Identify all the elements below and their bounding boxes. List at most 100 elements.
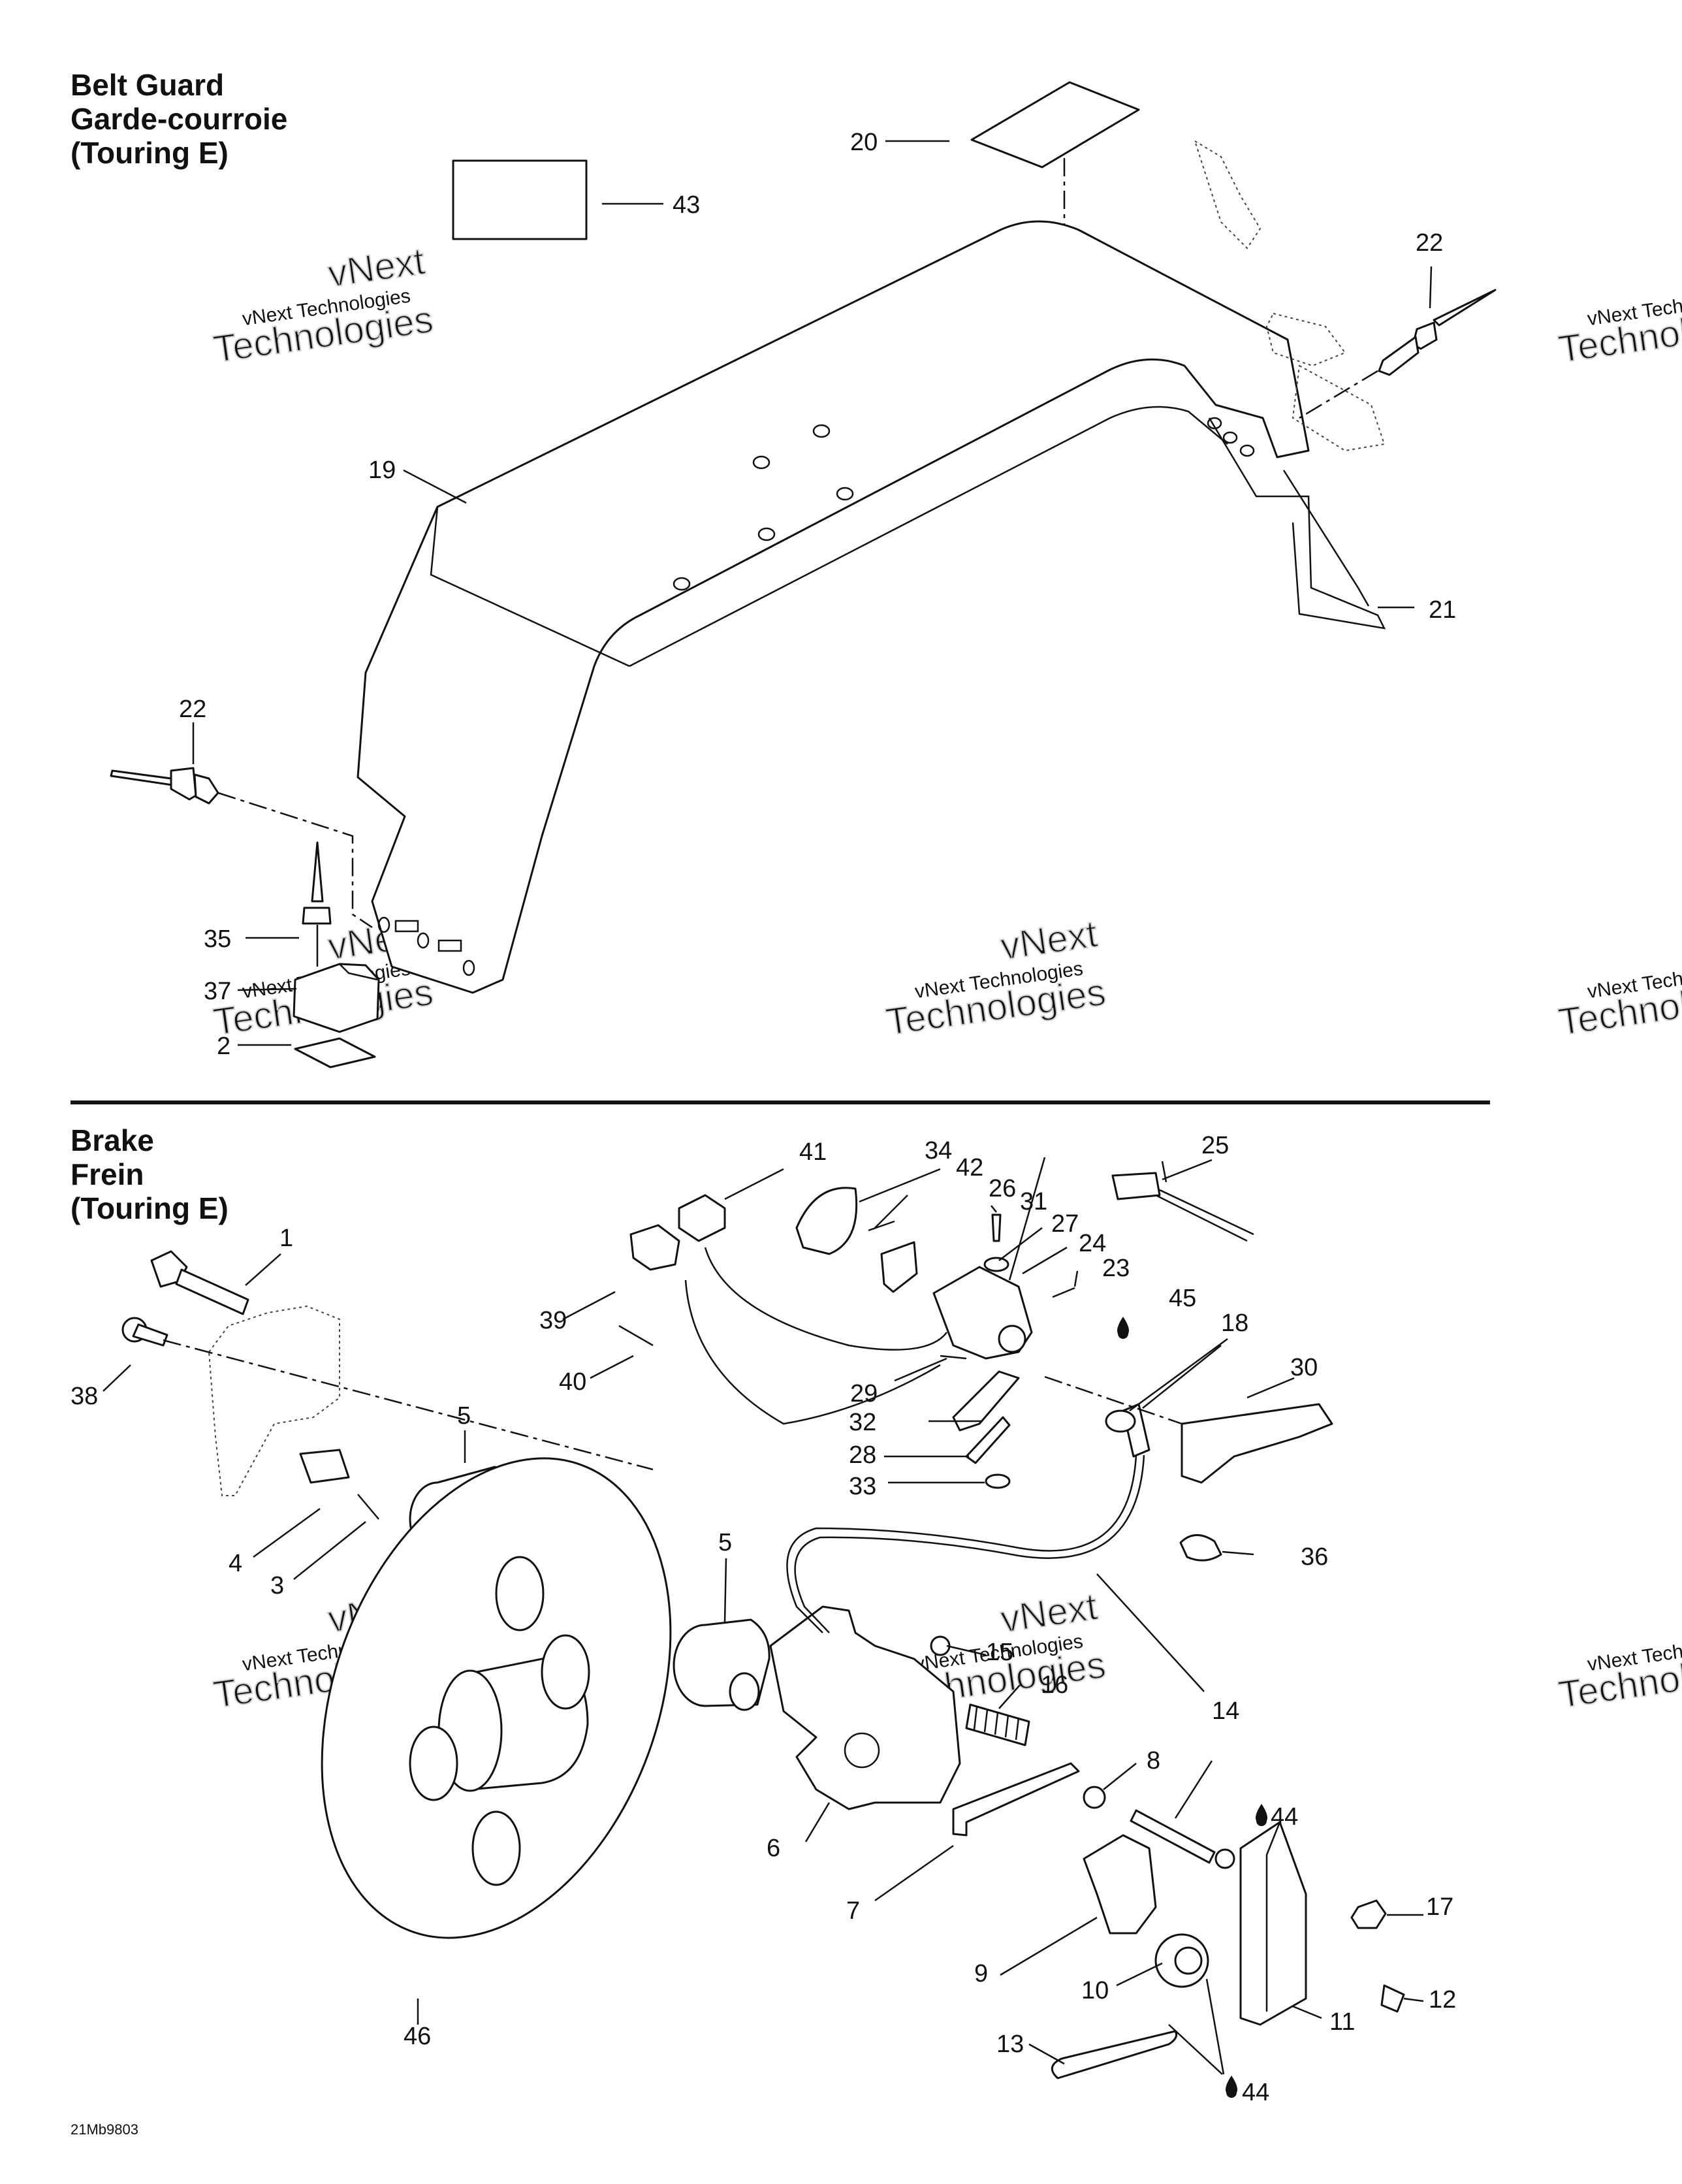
part-42-screw (868, 1220, 895, 1232)
callout-28: 28 (849, 1441, 876, 1469)
belt-guard-heading: Belt Guard Garde-courroie (Touring E) (71, 68, 287, 170)
part-11-cover (1239, 1821, 1307, 2026)
watermark-9: vNext Technologies Technologies (1555, 1631, 1682, 1717)
drop-icon (1226, 2076, 1237, 2098)
part-21-bracket (1282, 470, 1370, 607)
callout-19: 19 (368, 457, 396, 484)
part-29-pin (940, 1355, 967, 1360)
callout-32: 32 (849, 1409, 876, 1436)
callout-33: 33 (849, 1473, 876, 1500)
callout-39: 39 (539, 1307, 567, 1334)
brake-title-en: Brake (71, 1123, 154, 1157)
part-1-bolt (150, 1250, 249, 1315)
callout-9: 9 (974, 1960, 988, 1987)
watermark-1: vNext Technologies Technologies vNext (210, 239, 436, 372)
part-22-rivet-right (1299, 289, 1497, 419)
drop-icon (1117, 1317, 1267, 2098)
part-16-spring (965, 1703, 1030, 1746)
brake-drawing (121, 1172, 1405, 2098)
part-7-bracket (952, 1762, 1080, 1837)
part-35-rivet (302, 841, 332, 967)
callout-16: 16 (1041, 1671, 1068, 1699)
callout-43: 43 (673, 191, 700, 219)
callout-6: 6 (767, 1835, 780, 1862)
callout-42: 42 (956, 1154, 983, 1181)
callout-2: 2 (217, 1033, 230, 1060)
svg-text:vNext: vNext (998, 912, 1100, 968)
callout-15: 15 (986, 1639, 1013, 1666)
callout-14: 14 (1212, 1697, 1239, 1725)
callout-44-lower: 44 (1242, 2079, 1269, 2106)
part-46-brake-disc (321, 1457, 672, 1939)
leader-lines (103, 140, 1433, 2065)
callout-20: 20 (850, 129, 878, 156)
part-32-lever (952, 1370, 1020, 1432)
part-19-belt-guard (357, 220, 1310, 994)
callout-8: 8 (1147, 1747, 1160, 1774)
part-36-cable-tie (1179, 1534, 1222, 1562)
part-19-holes (377, 417, 1255, 976)
drop-icon (1117, 1317, 1129, 1339)
part-13-cotter-pin (1051, 2030, 1178, 2080)
callout-31: 31 (1020, 1188, 1047, 1215)
part-34-grip-cap (795, 1187, 858, 1255)
brake-model: (Touring E) (71, 1191, 229, 1225)
callout-35: 35 (204, 925, 231, 953)
brake-heading: Brake Frein (Touring E) (71, 1123, 229, 1225)
callout-27: 27 (1051, 1210, 1079, 1238)
watermark-5: vNext Technologies Technologies vNext (883, 912, 1109, 1044)
part-25-switch (1111, 1172, 1254, 1242)
callout-12: 12 (1429, 1986, 1456, 2014)
callout-40: 40 (559, 1368, 586, 1396)
belt-guard-model: (Touring E) (71, 136, 229, 170)
callout-37: 37 (204, 978, 231, 1005)
callout-45: 45 (1169, 1285, 1196, 1312)
part-28-link (965, 1416, 1011, 1464)
drawing-code: 21Mb9803 (71, 2121, 138, 2138)
callout-46: 46 (404, 2023, 431, 2050)
drop-icon (1256, 1804, 1267, 1826)
part-3-screw (357, 1494, 379, 1520)
part-15-nut (930, 1635, 951, 1656)
part-22-rivet-left (110, 767, 373, 929)
callout-22-right: 22 (1416, 229, 1443, 257)
part-40-terminal (618, 1325, 654, 1347)
callout-21: 21 (1429, 596, 1456, 624)
ghost-clip-right (1194, 139, 1386, 452)
svg-text:vNext: vNext (326, 240, 428, 295)
callout-5-upper: 5 (457, 1402, 471, 1430)
part-38-bolt (121, 1317, 168, 1347)
part-8-nut (1083, 1786, 1106, 1809)
callout-1: 1 (279, 1225, 293, 1252)
callout-29: 29 (850, 1380, 878, 1407)
callout-18: 18 (1221, 1309, 1248, 1337)
part-39-connector (629, 1224, 680, 1271)
ghost-bracket (208, 1305, 340, 1496)
part-43-decal (452, 159, 588, 240)
part-14-cable (786, 1454, 1137, 1633)
watermark-6: vNext Technologies Technologies (1555, 958, 1682, 1044)
belt-guard-drawing (110, 81, 1497, 1068)
brake-title-fr: Frein (71, 1157, 144, 1191)
part-33-washer (985, 1473, 1011, 1489)
callout-4: 4 (229, 1550, 242, 1577)
part-24-housing (932, 1266, 1033, 1360)
part-12-clip (1380, 1984, 1405, 2013)
callout-36: 36 (1301, 1543, 1328, 1571)
callout-30: 30 (1290, 1354, 1318, 1381)
svg-text:vNext: vNext (998, 1585, 1100, 1641)
part-23-screw (1052, 1287, 1075, 1298)
callout-labels: 20 43 22 19 21 22 35 37 2 41 34 42 25 26… (71, 129, 1456, 2138)
watermark-3: vNext Technologies Technologies (1555, 285, 1682, 372)
harness-wire (704, 1247, 947, 1351)
callout-41: 41 (799, 1138, 827, 1166)
part-2-plate (294, 1037, 376, 1068)
part-17-nut (1350, 1899, 1387, 1929)
callout-25: 25 (1201, 1132, 1229, 1159)
part-5-bearing-lower (673, 1618, 770, 1711)
callout-23: 23 (1102, 1255, 1130, 1282)
part-4-clip (299, 1449, 350, 1484)
part-18-clip (1105, 1409, 1136, 1433)
part-31-screw (991, 1213, 1002, 1242)
belt-guard-title-en: Belt Guard (71, 68, 225, 102)
